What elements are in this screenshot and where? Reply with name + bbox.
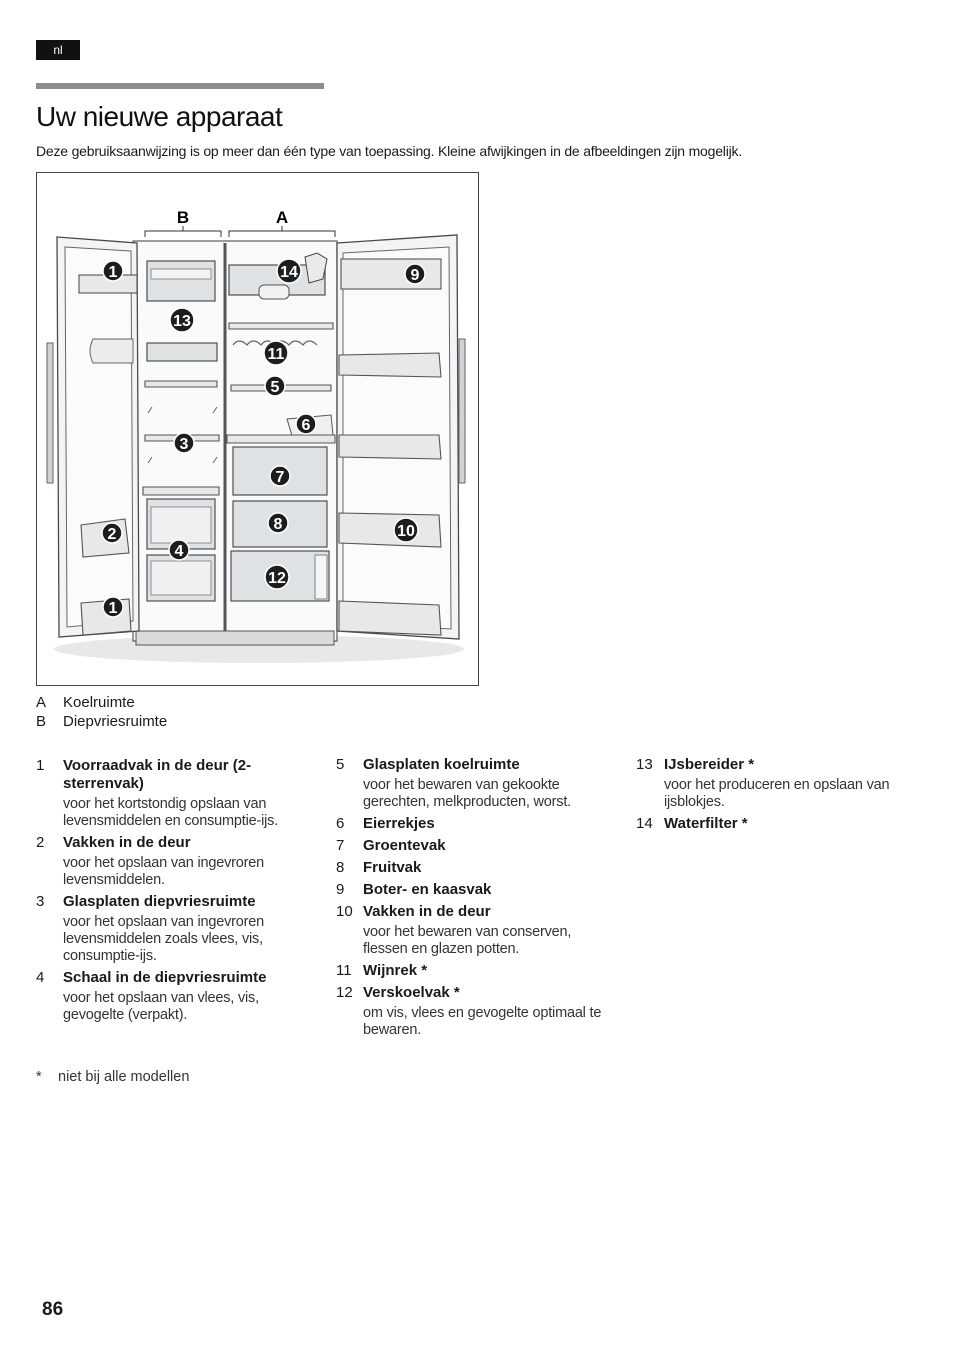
intro-text: Deze gebruiksaanwijzing is op meer dan é… [36,143,743,159]
callout-1-bottom: 1 [102,596,124,618]
svg-text:2: 2 [108,526,117,543]
svg-text:3: 3 [180,436,189,453]
part-item-9: 9 Boter- en kaasvak [336,881,492,898]
label-a: A [276,208,288,227]
callout-13: 13 [169,307,195,333]
svg-text:1: 1 [109,600,118,617]
footnote: * niet bij alle modellen [36,1069,189,1085]
svg-text:7: 7 [276,469,285,486]
svg-text:5: 5 [271,379,280,396]
part-item-3: 3 Glasplaten diepvriesruimte voor het op… [36,893,264,964]
part-item-10: 10 Vakken in de deur voor het bewaren va… [336,903,572,957]
parts-column-1: 1 Voorraadvak in de deur (2-sterrenvak) … [36,757,316,1028]
svg-text:14: 14 [280,264,298,281]
page-number: 86 [42,1299,64,1320]
part-item-13: 13 IJsbereider * voor het produceren en … [636,756,890,810]
svg-text:4: 4 [175,543,184,560]
svg-text:13: 13 [173,313,191,330]
callout-12: 12 [264,564,290,590]
callout-2: 2 [101,522,123,544]
part-item-5: 5 Glasplaten koelruimte voor het bewaren… [336,756,571,810]
callout-5: 5 [264,375,286,397]
part-item-11: 11 Wijnrek * [336,962,428,979]
svg-text:11: 11 [268,346,285,363]
fridge-illustration: B A [36,172,479,686]
part-item-6: 6 Eierrekjes [336,815,435,832]
callout-8: 8 [267,512,289,534]
part-item-1: 1 Voorraadvak in de deur (2-sterrenvak) … [36,757,279,829]
part-item-14: 14 Waterfilter * [636,815,748,832]
parts-column-3: 13 IJsbereider * voor het produceren en … [636,756,896,837]
svg-text:9: 9 [411,267,420,284]
svg-text:12: 12 [268,570,286,587]
callout-11: 11 [263,340,289,366]
svg-text:10: 10 [397,523,415,540]
callout-10: 10 [393,517,419,543]
callout-3: 3 [173,432,195,454]
part-item-7: 7 Groentevak [336,837,446,854]
callout-14: 14 [276,258,302,284]
footnote-mark: * [36,1069,42,1085]
svg-text:1: 1 [109,264,118,281]
part-item-8: 8 Fruitvak [336,859,422,876]
part-item-12: 12 Verskoelvak * om vis, vlees en gevoge… [336,984,602,1038]
language-tag: nl [36,40,80,60]
part-item-4: 4 Schaal in de diepvriesruimte voor het … [36,969,267,1023]
callout-1-top: 1 [102,260,124,282]
top-rule [36,83,324,89]
callout-4: 4 [168,539,190,561]
page-title: Uw nieuwe apparaat [36,101,283,132]
part-item-2: 2 Vakken in de deur voor het opslaan van… [36,834,264,888]
callout-9: 9 [404,263,426,285]
fridge-drawing: B A [46,208,466,663]
footnote-text: niet bij alle modellen [58,1069,190,1085]
callout-6: 6 [295,413,317,435]
parts-column-2: 5 Glasplaten koelruimte voor het bewaren… [336,756,618,1043]
svg-text:8: 8 [274,516,283,533]
label-b: B [177,208,189,227]
callout-7: 7 [269,465,291,487]
svg-text:6: 6 [302,417,311,434]
